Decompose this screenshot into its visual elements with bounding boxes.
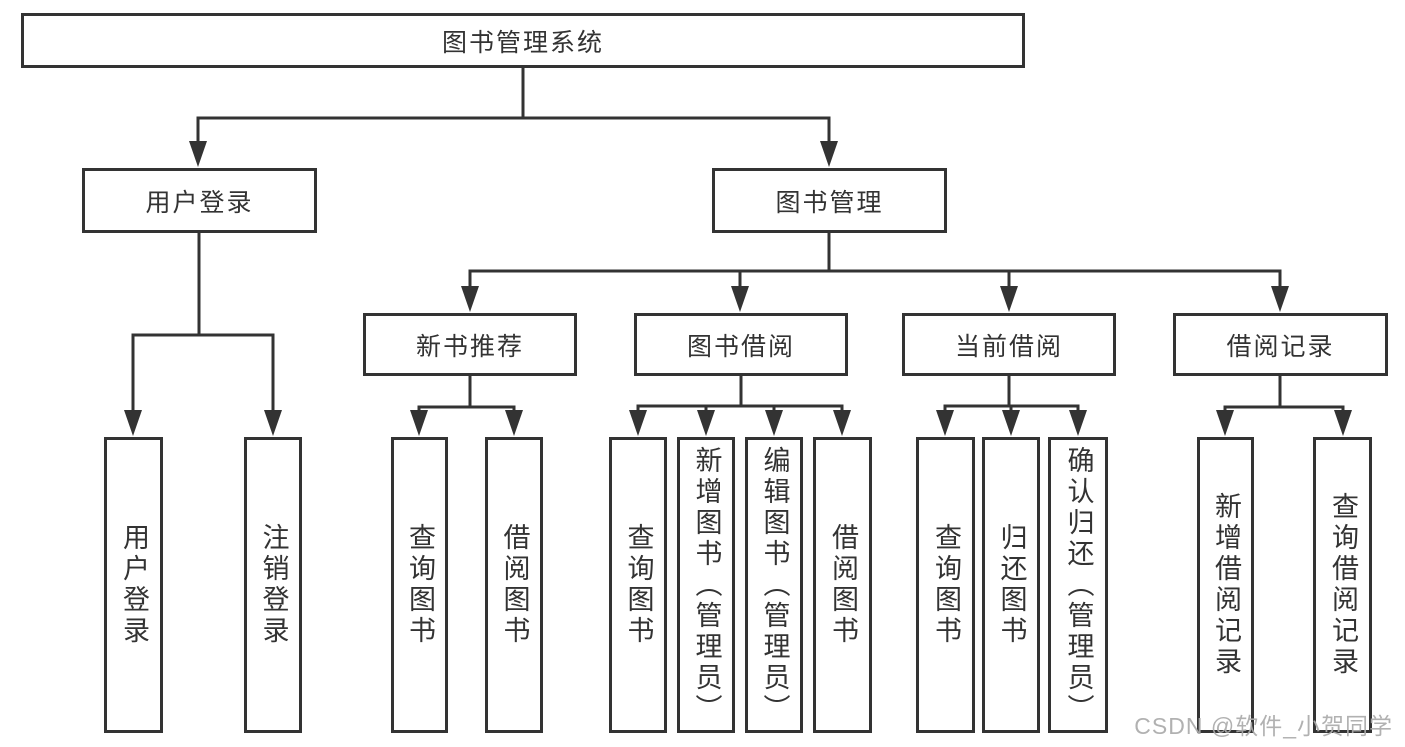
- leaf-label: 用户登录: [119, 523, 149, 647]
- leaf-query-books-recommend: 查询图书: [391, 437, 448, 733]
- leaf-add-books-admin: 新增图书（管理员）: [677, 437, 735, 733]
- leaf-label: 注销登录: [258, 523, 289, 647]
- node-label: 用户登录: [145, 188, 254, 217]
- leaf-borrow-books: 借阅图书: [813, 437, 872, 733]
- node-label: 借阅记录: [1226, 332, 1335, 361]
- leaf-label: 查询图书: [623, 523, 654, 647]
- node-label: 图书借阅: [686, 332, 795, 361]
- node-label: 图书管理系统: [441, 28, 604, 57]
- leaf-query-books-borrow: 查询图书: [609, 437, 667, 733]
- node-label: 新书推荐: [415, 332, 524, 361]
- leaf-add-borrow-record: 新增借阅记录: [1197, 437, 1254, 733]
- node-current-borrowing: 当前借阅: [902, 313, 1116, 376]
- leaf-label: 借阅图书: [828, 523, 858, 647]
- leaf-label: 查询图书: [405, 523, 435, 647]
- node-borrowing-records: 借阅记录: [1173, 313, 1388, 376]
- leaf-label: 借阅图书: [499, 523, 530, 647]
- leaf-label: 确认归还（管理员）: [1063, 445, 1094, 725]
- node-label: 当前借阅: [954, 332, 1063, 361]
- node-book-management: 图书管理: [712, 168, 947, 233]
- leaf-return-books: 归还图书: [982, 437, 1040, 733]
- node-label: 图书管理: [775, 188, 884, 217]
- leaf-label: 新增图书（管理员）: [691, 445, 722, 725]
- leaf-borrow-books-recommend: 借阅图书: [485, 437, 543, 733]
- node-library-management-system: 图书管理系统: [21, 13, 1025, 68]
- leaf-user-login: 用户登录: [104, 437, 163, 733]
- leaf-label: 归还图书: [996, 523, 1027, 647]
- leaf-logout: 注销登录: [244, 437, 302, 733]
- leaf-confirm-return-admin: 确认归还（管理员）: [1048, 437, 1108, 733]
- leaf-query-borrow-record: 查询借阅记录: [1313, 437, 1372, 733]
- leaf-label: 查询借阅记录: [1328, 492, 1358, 678]
- leaf-label: 新增借阅记录: [1211, 492, 1241, 678]
- node-book-borrowing: 图书借阅: [634, 313, 848, 376]
- node-new-book-recommendation: 新书推荐: [363, 313, 577, 376]
- leaf-query-books-current: 查询图书: [916, 437, 975, 733]
- leaf-edit-books-admin: 编辑图书（管理员）: [745, 437, 803, 733]
- leaf-label: 编辑图书（管理员）: [759, 445, 790, 725]
- node-user-login: 用户登录: [82, 168, 317, 233]
- leaf-label: 查询图书: [931, 523, 961, 647]
